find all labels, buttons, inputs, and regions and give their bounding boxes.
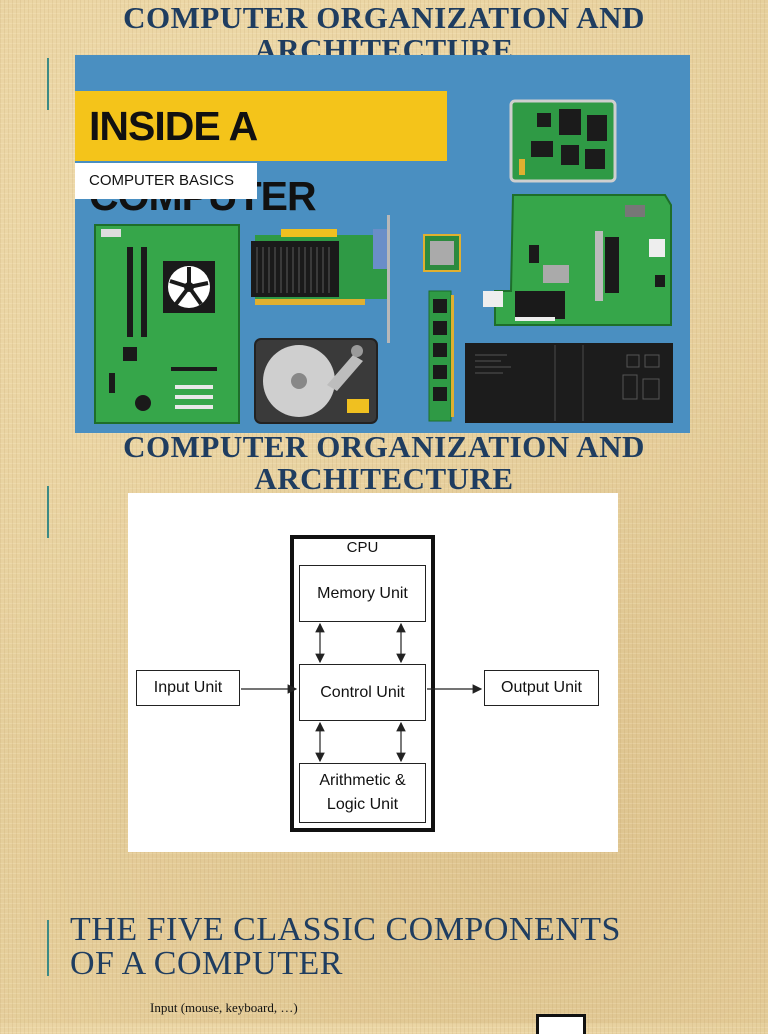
inside-a-computer-banner: INSIDE A COMPUTER	[75, 91, 447, 219]
slide1-title: COMPUTER ORGANIZATION AND ARCHITECTURE	[123, 0, 645, 67]
memory-unit-label: Memory Unit	[317, 584, 408, 602]
slide3-title-line2: OF A COMPUTER	[70, 945, 343, 982]
partial-diagram-box	[536, 1014, 586, 1034]
output-unit-label: Output Unit	[501, 679, 582, 696]
cpu-frame	[290, 535, 435, 832]
diagram-arrows	[241, 622, 483, 763]
inside-a-computer-image: INSIDE A COMPUTER COMPUTER BASICS	[75, 55, 690, 433]
computer-basics-label: COMPUTER BASICS	[75, 163, 257, 199]
alu-label-line2: Logic Unit	[326, 796, 399, 813]
slide2-title: COMPUTER ORGANIZATION AND ARCHITECTURE	[123, 429, 645, 496]
slide1-accent-bar	[47, 58, 49, 110]
memory-unit-box: Memory Unit	[299, 565, 426, 622]
input-bullet: Input (mouse, keyboard, …)	[150, 1000, 298, 1015]
slide3-title-line1: THE FIVE CLASSIC COMPONENTS	[70, 911, 621, 948]
output-unit-box: Output Unit	[484, 670, 599, 706]
slide3-accent-bar	[47, 920, 49, 976]
input-unit-box: Input Unit	[136, 670, 240, 706]
slide2-accent-bar	[47, 486, 49, 538]
control-unit-box: Control Unit	[299, 664, 426, 721]
input-unit-label: Input Unit	[153, 679, 223, 696]
cpu-block-diagram: CPU Memory Unit Control Unit Arithmetic …	[128, 493, 618, 852]
slide3-title: THE FIVE CLASSIC COMPONENTS OF A COMPUTE…	[70, 913, 621, 981]
alu-box: Arithmetic & Logic Unit	[299, 763, 426, 823]
alu-label-line1: Arithmetic &	[319, 772, 406, 789]
control-unit-label: Control Unit	[320, 683, 405, 701]
hardware-illustration	[94, 99, 673, 424]
cpu-label: CPU	[346, 539, 379, 556]
